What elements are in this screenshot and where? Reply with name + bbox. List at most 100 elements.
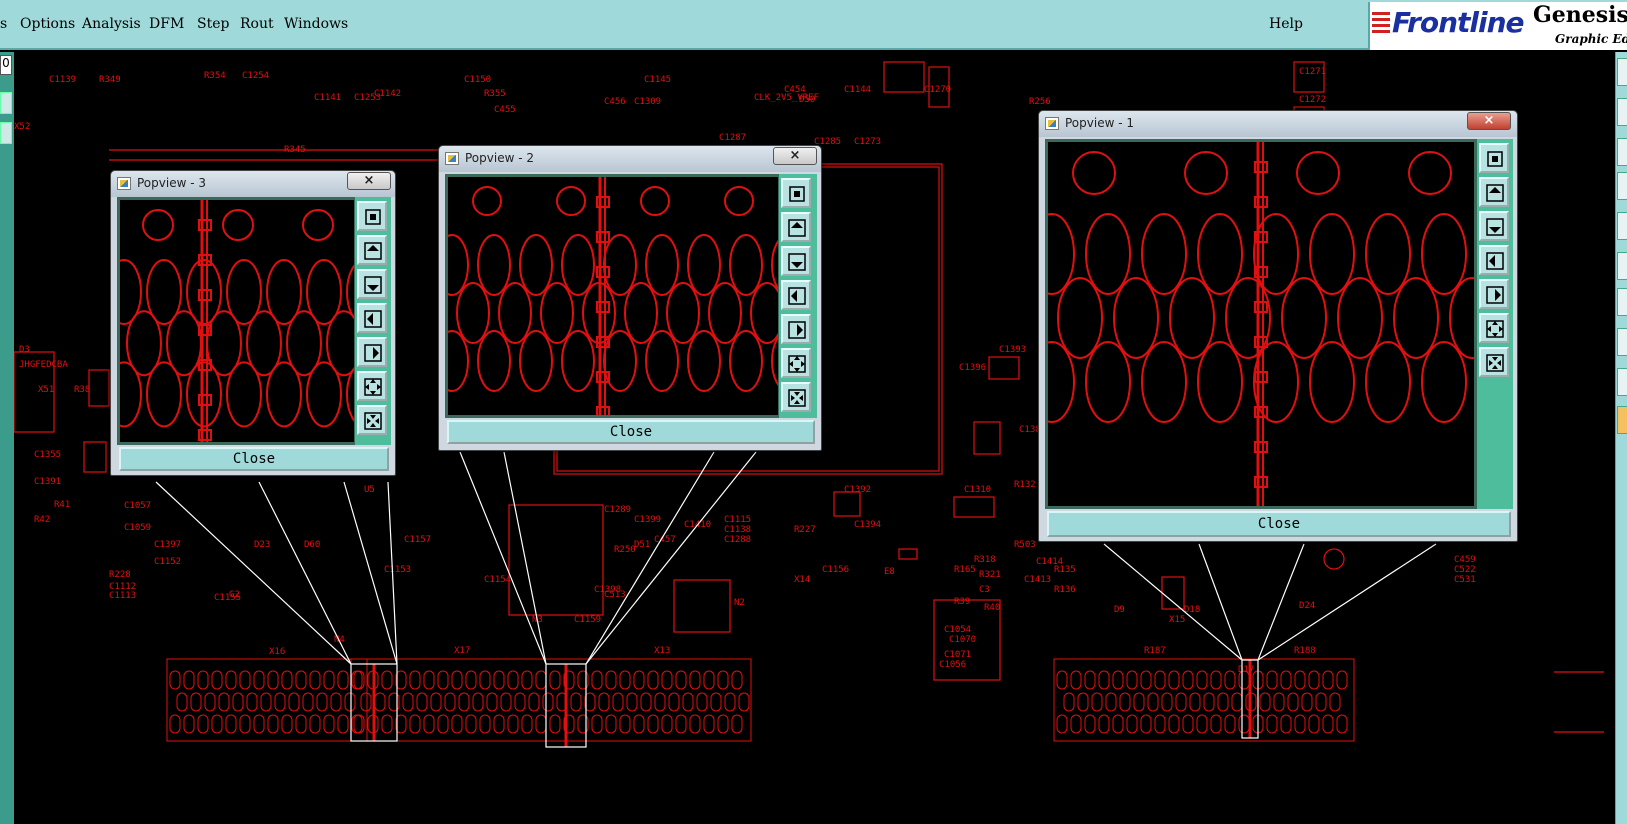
zoom-window-button[interactable] bbox=[357, 201, 387, 231]
connector-pad bbox=[1231, 692, 1243, 712]
connector-pad bbox=[738, 692, 750, 712]
connector-pad bbox=[458, 692, 470, 712]
right-toolbar-button[interactable] bbox=[1617, 328, 1627, 356]
pan-down-button[interactable] bbox=[357, 269, 387, 299]
connector-pad bbox=[605, 714, 617, 734]
connector-pad bbox=[1175, 692, 1187, 712]
popview-3-close-button[interactable]: Close bbox=[119, 447, 389, 471]
popview-2-close-x-button[interactable]: × bbox=[773, 147, 817, 165]
popview-3-view[interactable] bbox=[117, 197, 357, 445]
pan-right-button[interactable] bbox=[1479, 279, 1509, 309]
left-toolbar-button[interactable] bbox=[0, 122, 12, 144]
pad-oval bbox=[708, 282, 742, 344]
trace-pad bbox=[596, 406, 610, 415]
menu-dfm[interactable]: DFM bbox=[149, 16, 185, 32]
zoom-in-button[interactable] bbox=[781, 348, 811, 378]
right-toolbar-button[interactable] bbox=[1617, 138, 1627, 166]
zoom-out-button[interactable] bbox=[781, 382, 811, 412]
menu-options[interactable]: Options bbox=[20, 16, 76, 32]
popview-2-view[interactable] bbox=[445, 174, 781, 418]
component-label: C1157 bbox=[404, 535, 431, 545]
component-label: R318 bbox=[974, 555, 996, 565]
connector-pad bbox=[204, 692, 216, 712]
pad-oval bbox=[1057, 277, 1103, 359]
ic-component bbox=[928, 66, 950, 108]
pan-up-button[interactable] bbox=[781, 212, 811, 242]
right-toolbar-button[interactable] bbox=[1617, 212, 1627, 240]
pad-oval bbox=[624, 282, 658, 344]
pad-oval bbox=[226, 259, 262, 325]
connector-pad bbox=[1203, 692, 1215, 712]
popview-1-titlebar[interactable]: Popview - 1 × bbox=[1039, 111, 1517, 137]
connector-pad bbox=[381, 670, 393, 690]
connector-pad bbox=[1140, 714, 1152, 734]
pad-oval bbox=[226, 361, 262, 428]
left-coord-field[interactable]: 0 bbox=[0, 55, 12, 75]
pan-down-button[interactable] bbox=[781, 246, 811, 276]
zoom-in-button[interactable] bbox=[357, 371, 387, 401]
connector-pad bbox=[274, 692, 286, 712]
right-toolbar-button[interactable] bbox=[1617, 288, 1627, 316]
right-toolbar-button[interactable] bbox=[1617, 58, 1627, 86]
component-label: R135 bbox=[1054, 565, 1076, 575]
menu-windows[interactable]: Windows bbox=[284, 16, 349, 32]
component-label: R165 bbox=[954, 565, 976, 575]
connector-pad bbox=[1161, 692, 1173, 712]
pan-left-button[interactable] bbox=[357, 303, 387, 333]
connector-pad bbox=[675, 714, 687, 734]
pan-left-button[interactable] bbox=[1479, 245, 1509, 275]
pan-left-button[interactable] bbox=[781, 280, 811, 310]
right-toolbar-button[interactable] bbox=[1617, 406, 1627, 434]
component-label: C457 bbox=[654, 535, 676, 545]
right-toolbar-button[interactable] bbox=[1617, 252, 1627, 280]
pan-right-button[interactable] bbox=[357, 337, 387, 367]
connector-pad bbox=[1322, 714, 1334, 734]
trace-pad bbox=[1254, 301, 1268, 313]
zoom-out-button[interactable] bbox=[1479, 347, 1509, 377]
connector-pad bbox=[218, 692, 230, 712]
menu-file-partial[interactable]: s bbox=[0, 16, 8, 32]
connector-pad bbox=[1147, 692, 1159, 712]
popview-2-titlebar[interactable]: Popview - 2 × bbox=[439, 146, 821, 172]
connector-pad bbox=[717, 670, 729, 690]
zoom-area-2 bbox=[545, 663, 587, 748]
popview-2-close-button[interactable]: Close bbox=[447, 420, 815, 444]
leader-line bbox=[1103, 543, 1243, 661]
pan-right-button[interactable] bbox=[781, 314, 811, 344]
zoom-window-button[interactable] bbox=[781, 178, 811, 208]
component-label: C1398 bbox=[594, 585, 621, 595]
pan-up-button[interactable] bbox=[1479, 177, 1509, 207]
pan-down-button[interactable] bbox=[1479, 211, 1509, 241]
menu-analysis[interactable]: Analysis bbox=[82, 16, 141, 32]
popview-1-view[interactable] bbox=[1045, 139, 1477, 509]
popview-1-close-x-button[interactable]: × bbox=[1467, 112, 1511, 130]
menu-step[interactable]: Step bbox=[197, 16, 230, 32]
component-label: D17 bbox=[1238, 665, 1254, 675]
zoom-out-button[interactable] bbox=[357, 405, 387, 435]
pan-up-button[interactable] bbox=[357, 235, 387, 265]
zoom-in-button[interactable] bbox=[1479, 313, 1509, 343]
connector-pad bbox=[514, 692, 526, 712]
trace-pad bbox=[198, 289, 212, 301]
left-toolbar-button[interactable] bbox=[0, 92, 12, 114]
component-label: C1414 bbox=[1036, 557, 1063, 567]
popview-3-close-x-button[interactable]: × bbox=[347, 172, 391, 190]
connector-pad bbox=[353, 714, 365, 734]
zoom-window-button[interactable] bbox=[1479, 143, 1509, 173]
pad-oval bbox=[346, 264, 354, 320]
right-toolbar-button[interactable] bbox=[1617, 98, 1627, 126]
menu-help[interactable]: Help bbox=[1269, 16, 1303, 32]
menu-rout[interactable]: Rout bbox=[240, 16, 274, 32]
connector-pad bbox=[295, 714, 307, 734]
trace-pad bbox=[596, 196, 610, 208]
connector-pad bbox=[197, 714, 209, 734]
right-toolbar bbox=[1615, 52, 1627, 824]
connector-pad bbox=[717, 714, 729, 734]
connector-pad bbox=[1056, 670, 1068, 690]
pan-right-icon bbox=[1486, 286, 1504, 304]
popview-1-close-button[interactable]: Close bbox=[1047, 511, 1511, 537]
right-toolbar-button[interactable] bbox=[1617, 172, 1627, 200]
right-toolbar-button[interactable] bbox=[1617, 368, 1627, 396]
popview-3-titlebar[interactable]: Popview - 3 × bbox=[111, 171, 395, 197]
